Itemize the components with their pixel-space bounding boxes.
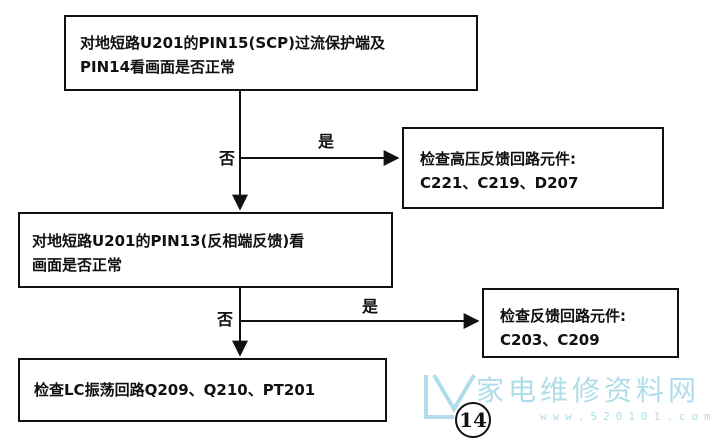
check2-box: 检查反馈回路元件: C203、C209 <box>482 288 679 358</box>
check1-line2: C221、C219、D207 <box>420 174 579 192</box>
check1-line1: 检查高压反馈回路元件: <box>420 150 576 168</box>
check1-box: 检查高压反馈回路元件: C221、C219、D207 <box>402 127 664 209</box>
flow-arrows <box>232 91 480 357</box>
watermark-url: www.520101.com <box>540 410 717 423</box>
final-line1: 检查LC振荡回路Q209、Q210、PT201 <box>34 381 316 399</box>
page-mark: 14 <box>455 402 491 438</box>
step2-line2: 画面是否正常 <box>32 256 123 274</box>
step1-line1: 对地短路U201的PIN15(SCP)过流保护端及 <box>80 34 386 52</box>
step2-line1: 对地短路U201的PIN13(反相端反馈)看 <box>32 232 305 250</box>
no-label-2: 否 <box>217 310 234 329</box>
step1-box: 对地短路U201的PIN15(SCP)过流保护端及 PIN14看画面是否正常 <box>64 15 478 91</box>
watermark-text: 家电维修资料网 <box>476 374 701 407</box>
watermark-logo-icon <box>424 373 476 419</box>
step2-box: 对地短路U201的PIN13(反相端反馈)看 画面是否正常 <box>18 212 393 288</box>
step1-line2: PIN14看画面是否正常 <box>80 58 236 76</box>
final-box: 检查LC振荡回路Q209、Q210、PT201 <box>18 358 387 422</box>
check2-line2: C203、C209 <box>500 331 600 349</box>
no-label-1: 否 <box>219 149 236 168</box>
watermark: 家电维修资料网 www.520101.com <box>420 365 711 440</box>
yes-label-1: 是 <box>318 132 335 151</box>
check2-line1: 检查反馈回路元件: <box>500 307 626 325</box>
yes-label-2: 是 <box>362 297 379 316</box>
